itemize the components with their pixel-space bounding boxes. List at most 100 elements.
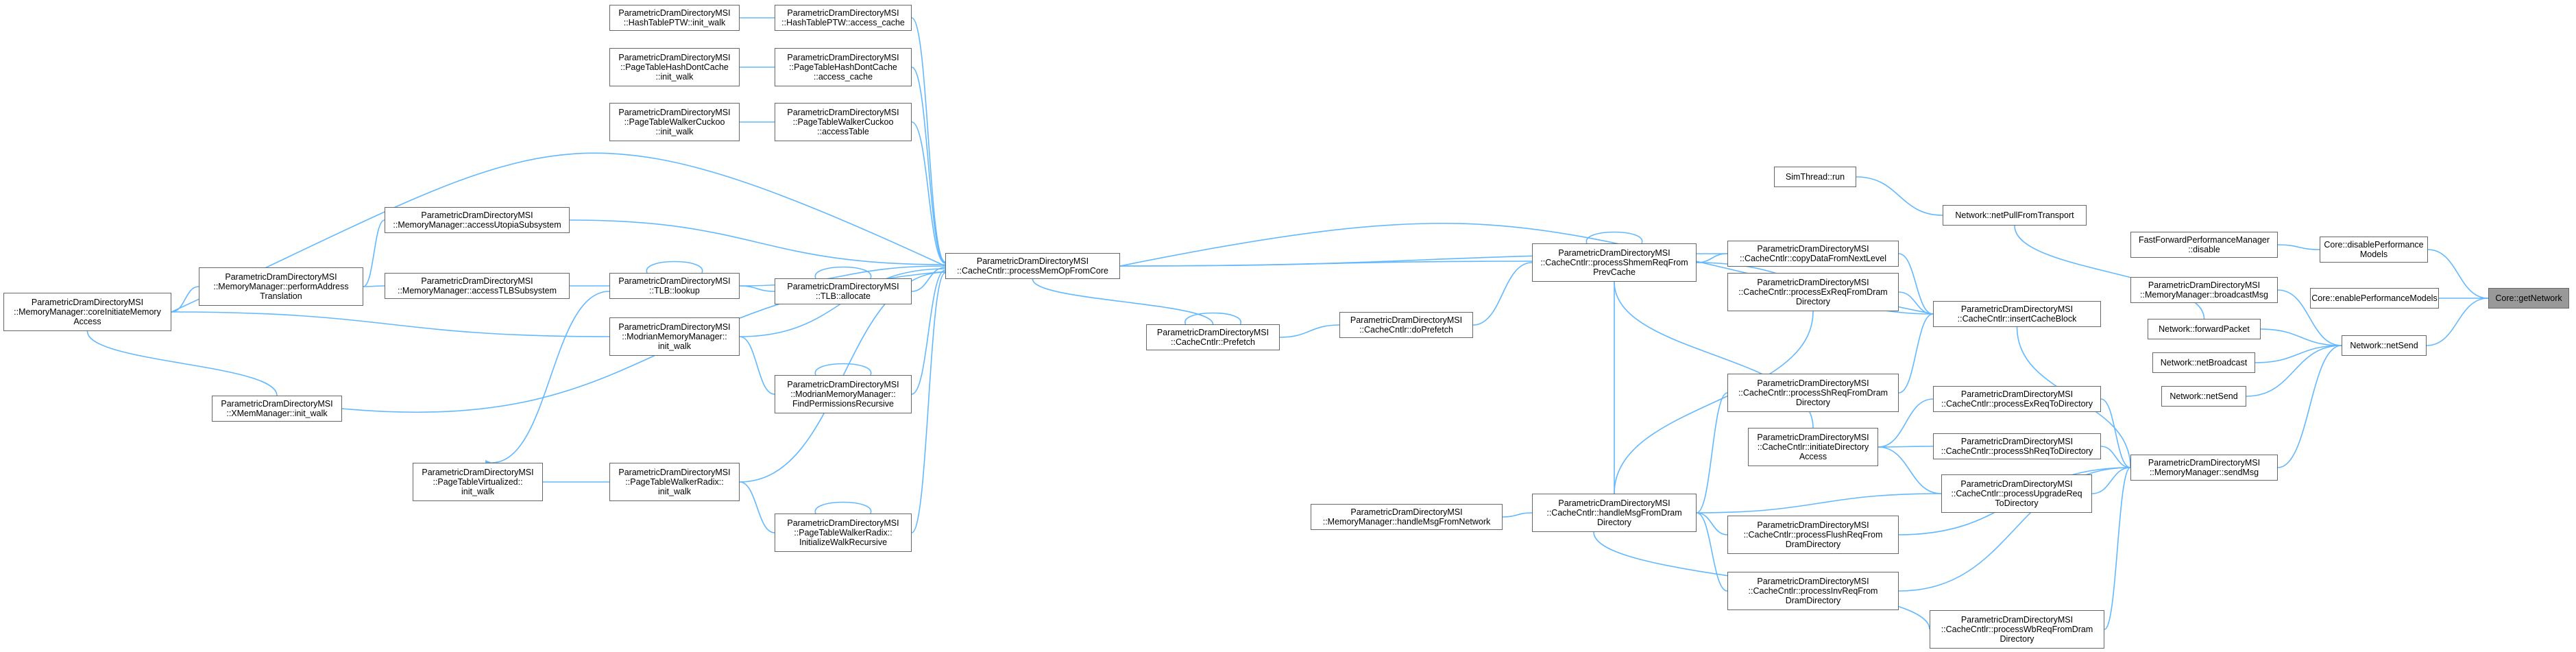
call-edge (733, 282, 775, 292)
call-edge (905, 269, 946, 398)
node-memorymanager-broadcastmsg[interactable]: ParametricDramDirectoryMSI ::MemoryManag… (2130, 277, 2278, 303)
node-simthread-run[interactable]: SimThread::run (1774, 167, 1856, 187)
node-core-disableperformancemodels[interactable]: Core::disablePerformance Models (2320, 237, 2428, 263)
recursion-edge (646, 261, 703, 280)
node-cachecntlr-processshreqtodirectory[interactable]: ParametricDramDirectoryMSI ::CacheCntlr:… (1933, 433, 2101, 459)
node-pagetablewalkercuckoo-accesstable[interactable]: ParametricDramDirectoryMSI ::PageTableWa… (775, 103, 912, 141)
recursion-edge (1184, 312, 1241, 331)
node-tlb-allocate[interactable]: ParametricDramDirectoryMSI ::TLB::alloca… (775, 278, 912, 304)
call-edge (1273, 324, 1340, 341)
node-modrianmemorymanager-findpermissionsrecursive[interactable]: ParametricDramDirectoryMSI ::ModrianMemo… (775, 375, 912, 413)
call-edge (2271, 345, 2342, 471)
call-edge (1892, 313, 1934, 396)
node-cachecntlr-prefetch[interactable]: ParametricDramDirectoryMSI ::CacheCntlr:… (1146, 324, 1280, 350)
node-network-netpullfromtransport[interactable]: Network::netPullFromTransport (1943, 205, 2087, 226)
call-edge (1892, 250, 1934, 315)
call-edge (485, 291, 610, 466)
node-cachecntlr-processexreqtodirectory[interactable]: ParametricDramDirectoryMSI ::CacheCntlr:… (1933, 386, 2101, 412)
call-edge (1690, 493, 1942, 516)
call-edge (2085, 467, 2131, 497)
node-cachecntlr-processexreqfromdramdirectory[interactable]: ParametricDramDirectoryMSI ::CacheCntlr:… (1727, 273, 1899, 311)
node-tlb-lookup[interactable]: ParametricDramDirectoryMSI ::TLB::lookup (609, 273, 740, 299)
node-core-getnetwork: Core::getNetwork (2488, 288, 2569, 309)
call-edge (2254, 326, 2342, 346)
node-cachecntlr-processshmemreqfromprevcache[interactable]: ParametricDramDirectoryMSI ::CacheCntlr:… (1532, 243, 1697, 282)
node-cachecntlr-copydatafromnextlevel[interactable]: ParametricDramDirectoryMSI ::CacheCntlr:… (1727, 241, 1899, 267)
call-edge (1871, 444, 1934, 450)
recursion-edge (814, 363, 872, 382)
node-pagetablewalkercuckoo-init-walk[interactable]: ParametricDramDirectoryMSI ::PageTableWa… (609, 103, 740, 141)
call-edge (1690, 253, 1728, 266)
call-edge (2248, 345, 2342, 366)
call-edge (1871, 398, 1934, 450)
node-memorymanager-accessutopiasubsystem[interactable]: ParametricDramDirectoryMSI ::MemoryManag… (385, 207, 570, 233)
node-cachecntlr-processupgradereqtodirectory[interactable]: ParametricDramDirectoryMSI ::CacheCntlr:… (1941, 474, 2092, 513)
node-cachecntlr-processwbreqfromdramdirectory[interactable]: ParametricDramDirectoryMSI ::CacheCntlr:… (1930, 610, 2104, 649)
call-edge (905, 272, 946, 536)
call-edge (1496, 512, 1533, 520)
node-cachecntlr-processshreqfromdramdirectory[interactable]: ParametricDramDirectoryMSI ::CacheCntlr:… (1727, 374, 1899, 412)
node-pagetablehashdontcache-init-walk[interactable]: ParametricDramDirectoryMSI ::PageTableHa… (609, 48, 740, 86)
node-hashtableptw-access-cache[interactable]: ParametricDramDirectoryMSI ::HashTablePT… (775, 5, 912, 31)
call-edge (1892, 289, 1934, 315)
node-cachecntlr-insertcacheblock[interactable]: ParametricDramDirectoryMSI ::CacheCntlr:… (1933, 301, 2101, 327)
call-edge (733, 479, 775, 533)
call-edge (2421, 246, 2489, 299)
call-edge (165, 309, 610, 337)
call-edge (905, 267, 946, 295)
call-edge (2271, 287, 2342, 346)
node-pagetablehashdontcache-access-cache[interactable]: ParametricDramDirectoryMSI ::PageTableHa… (775, 48, 912, 86)
node-cachecntlr-handlemsgfromdramdirectory[interactable]: ParametricDramDirectoryMSI ::CacheCntlr:… (1532, 494, 1697, 532)
recursion-edge (1585, 231, 1643, 250)
call-edge (1030, 272, 1214, 325)
call-edge (1690, 509, 1728, 592)
call-edge (1849, 173, 1943, 216)
call-edge (1466, 262, 1533, 328)
call-edge (905, 14, 946, 263)
node-cachecntlr-doprefetch[interactable]: ParametricDramDirectoryMSI ::CacheCntlr:… (1339, 312, 1473, 338)
node-network-netsend[interactable]: Network::netSend (2342, 335, 2427, 356)
node-pagetablewalkerradix-initializewalkrecursive[interactable]: ParametricDramDirectoryMSI ::PageTableWa… (775, 514, 912, 552)
call-edge (1892, 467, 2131, 594)
call-edge (1611, 311, 1814, 500)
node-network-netbroadcast[interactable]: Network::netBroadcast (2152, 352, 2255, 373)
node-pagetablevirtualized-init-walk[interactable]: ParametricDramDirectoryMSI ::PageTableVi… (413, 463, 543, 501)
call-edge (2420, 298, 2489, 349)
node-network-netsend-caller[interactable]: Network::netSend (2161, 386, 2246, 407)
node-network-forwardpacket[interactable]: Network::forwardPacket (2148, 319, 2261, 339)
node-memorymanager-handlemsgfromnetwork[interactable]: ParametricDramDirectoryMSI ::MemoryManag… (1311, 504, 1503, 530)
node-cachecntlr-processmemopfromcore[interactable]: ParametricDramDirectoryMSI ::CacheCntlr:… (945, 253, 1120, 279)
node-xmemmanager-init-walk[interactable]: ParametricDramDirectoryMSI ::XMemManager… (212, 396, 342, 422)
node-cachecntlr-processinvreqfromdramdirectory[interactable]: ParametricDramDirectoryMSI ::CacheCntlr:… (1727, 572, 1899, 610)
call-edge (2094, 443, 2131, 468)
node-core-enableperformancemodels[interactable]: Core::enablePerformanceModels (2310, 288, 2439, 309)
call-edge (1871, 444, 1942, 494)
call-edge (905, 64, 946, 263)
node-memorymanager-accesstlbsubsystem[interactable]: ParametricDramDirectoryMSI ::MemoryManag… (385, 273, 570, 299)
call-edge (2239, 345, 2342, 400)
call-edge (356, 219, 385, 290)
call-edge (165, 286, 199, 315)
node-hashtableptw-init-walk[interactable]: ParametricDramDirectoryMSI ::HashTablePT… (609, 5, 740, 31)
call-edge (563, 217, 946, 265)
node-fastforwardperformancemanager-disable[interactable]: FastForwardPerformanceManager ::disable (2130, 232, 2278, 258)
node-pagetablewalkerradix-init-walk[interactable]: ParametricDramDirectoryMSI ::PageTableWa… (609, 463, 740, 501)
call-edge (1690, 392, 1728, 516)
call-edge (733, 333, 775, 395)
call-edge (1690, 509, 1728, 535)
node-memorymanager-sendmsg[interactable]: ParametricDramDirectoryMSI ::MemoryManag… (2130, 455, 2278, 481)
node-memorymanager-performaddresstranslation[interactable]: ParametricDramDirectoryMSI ::MemoryManag… (199, 267, 363, 306)
node-modrianmemorymanager-init-walk[interactable]: ParametricDramDirectoryMSI ::ModrianMemo… (609, 317, 740, 356)
call-edge (86, 330, 280, 402)
call-edge (2098, 467, 2131, 633)
call-edge (2094, 396, 2131, 468)
call-edge (2271, 241, 2320, 250)
node-memorymanager-coreinitiatememoryaccess[interactable]: ParametricDramDirectoryMSI ::MemoryManag… (3, 293, 171, 331)
call-edge (356, 284, 385, 290)
call-edge (905, 119, 946, 264)
recursion-edge (814, 501, 872, 520)
node-cachecntlr-initiatedirectoryaccess[interactable]: ParametricDramDirectoryMSI ::CacheCntlr:… (1748, 428, 1878, 466)
recursion-edge (814, 266, 872, 285)
node-cachecntlr-processflushreqfromdramdirectory[interactable]: ParametricDramDirectoryMSI ::CacheCntlr:… (1727, 516, 1899, 554)
call-edge (165, 152, 946, 317)
